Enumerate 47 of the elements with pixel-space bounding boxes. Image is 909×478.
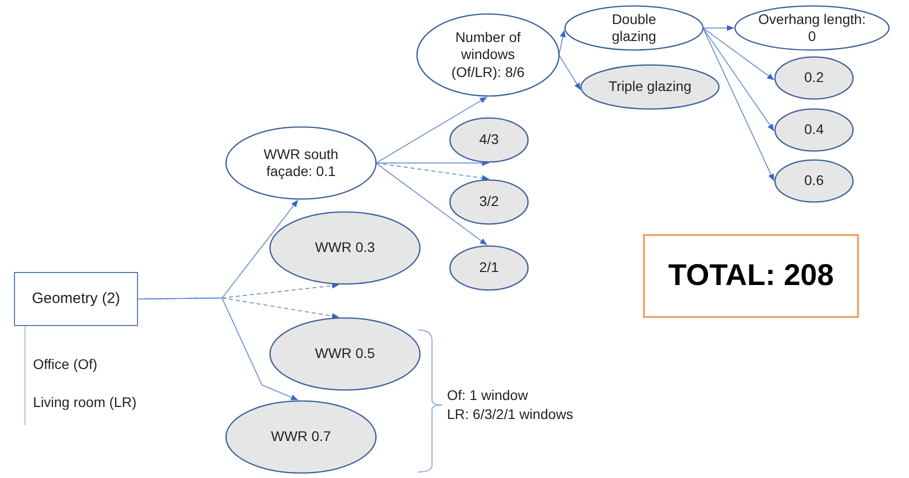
room-type-text: Living room (LR): [33, 393, 136, 412]
arrow: [376, 162, 488, 246]
total-box: [643, 234, 859, 318]
node-label: 0.2: [804, 69, 824, 87]
node-label: Overhang length: 0: [757, 10, 867, 46]
option-ellipse: [225, 126, 377, 200]
node-label: WWR 0.5: [315, 345, 375, 363]
node-label: WWR 0.7: [271, 428, 331, 446]
option-ellipse: [269, 317, 421, 391]
node-label: 0.6: [804, 172, 824, 190]
arrow: [702, 25, 734, 31]
node-label: 4/3: [479, 131, 499, 149]
option-ellipse: [564, 5, 704, 51]
option-ellipse: [774, 159, 854, 203]
arrow: [558, 30, 566, 56]
option-ellipse: [774, 108, 854, 152]
node-label: Triple glazing: [608, 78, 692, 96]
arrow: [376, 160, 490, 166]
note-text: Of: 1 window: [447, 386, 529, 405]
option-ellipse: [580, 64, 720, 110]
option-ellipse: [774, 56, 854, 100]
node-label: WWR 0.3: [315, 239, 375, 257]
process-box: [14, 272, 138, 326]
total-label: TOTAL: 208: [668, 258, 834, 294]
arrow: [558, 54, 582, 90]
node-label: Geometry (2): [32, 290, 120, 308]
option-ellipse: [225, 400, 377, 474]
arrow: [138, 298, 298, 401]
option-ellipse: [269, 211, 421, 285]
option-ellipse: [449, 179, 529, 225]
room-type-text: Office (Of): [33, 355, 98, 374]
node-label: WWR south façade: 0.1: [262, 146, 340, 180]
option-ellipse: [449, 117, 529, 163]
node-label: Number of windows (Of/LR): 8/6: [450, 28, 526, 82]
node-label: 0.4: [804, 121, 824, 139]
option-ellipse: [416, 13, 560, 97]
option-ellipse: [734, 5, 890, 51]
arrow: [376, 162, 490, 181]
node-label: 2/1: [479, 259, 499, 277]
option-ellipse: [449, 245, 529, 291]
arrow: [702, 28, 775, 132]
node-label: 3/2: [479, 193, 499, 211]
arrow: [376, 96, 488, 164]
arrow: [702, 28, 774, 182]
note-text: LR: 6/3/2/1 windows: [447, 405, 574, 424]
node-label: Double glazing: [610, 10, 658, 46]
arrow: [702, 28, 775, 80]
